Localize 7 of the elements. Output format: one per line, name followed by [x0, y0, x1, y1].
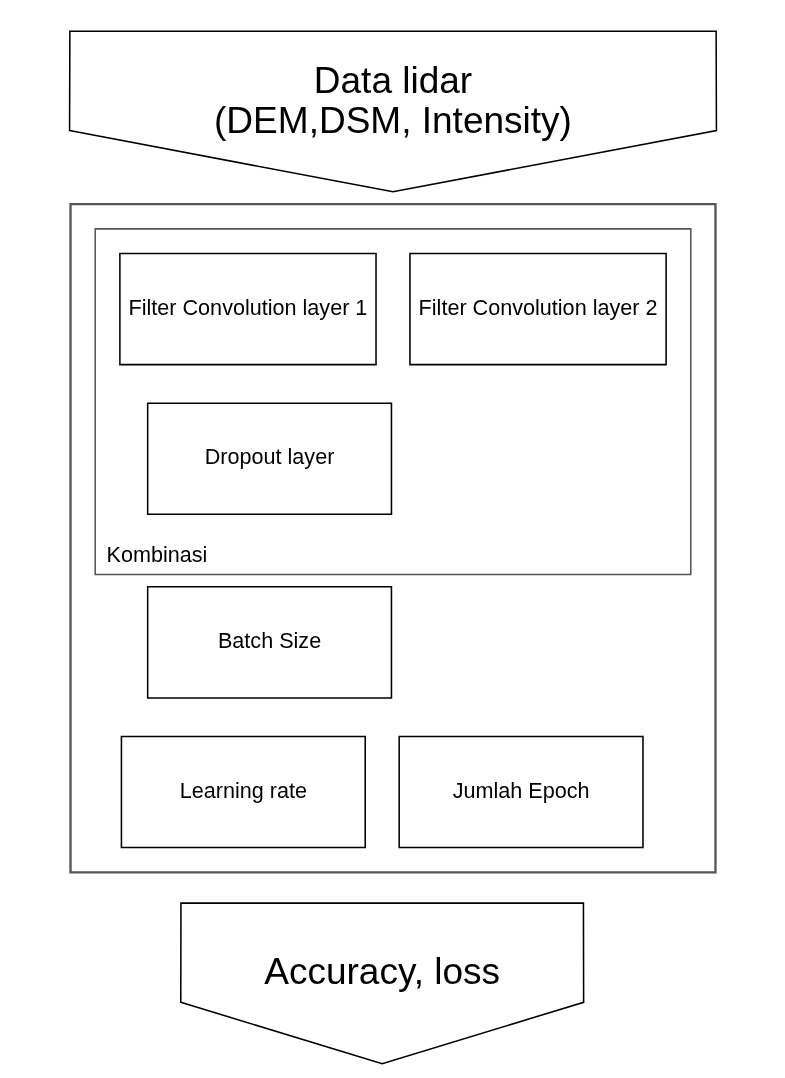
node-box: Learning rate [120, 735, 366, 849]
cluster [68, 203, 717, 874]
node-box: Filter Convolution layer 2 [408, 252, 667, 366]
node-box: Batch Size [146, 586, 392, 699]
node-box: Filter Convolution layer 1 [118, 252, 377, 366]
node-box: Dropout layer [146, 402, 392, 516]
node-box: Jumlah Epoch [397, 735, 644, 849]
